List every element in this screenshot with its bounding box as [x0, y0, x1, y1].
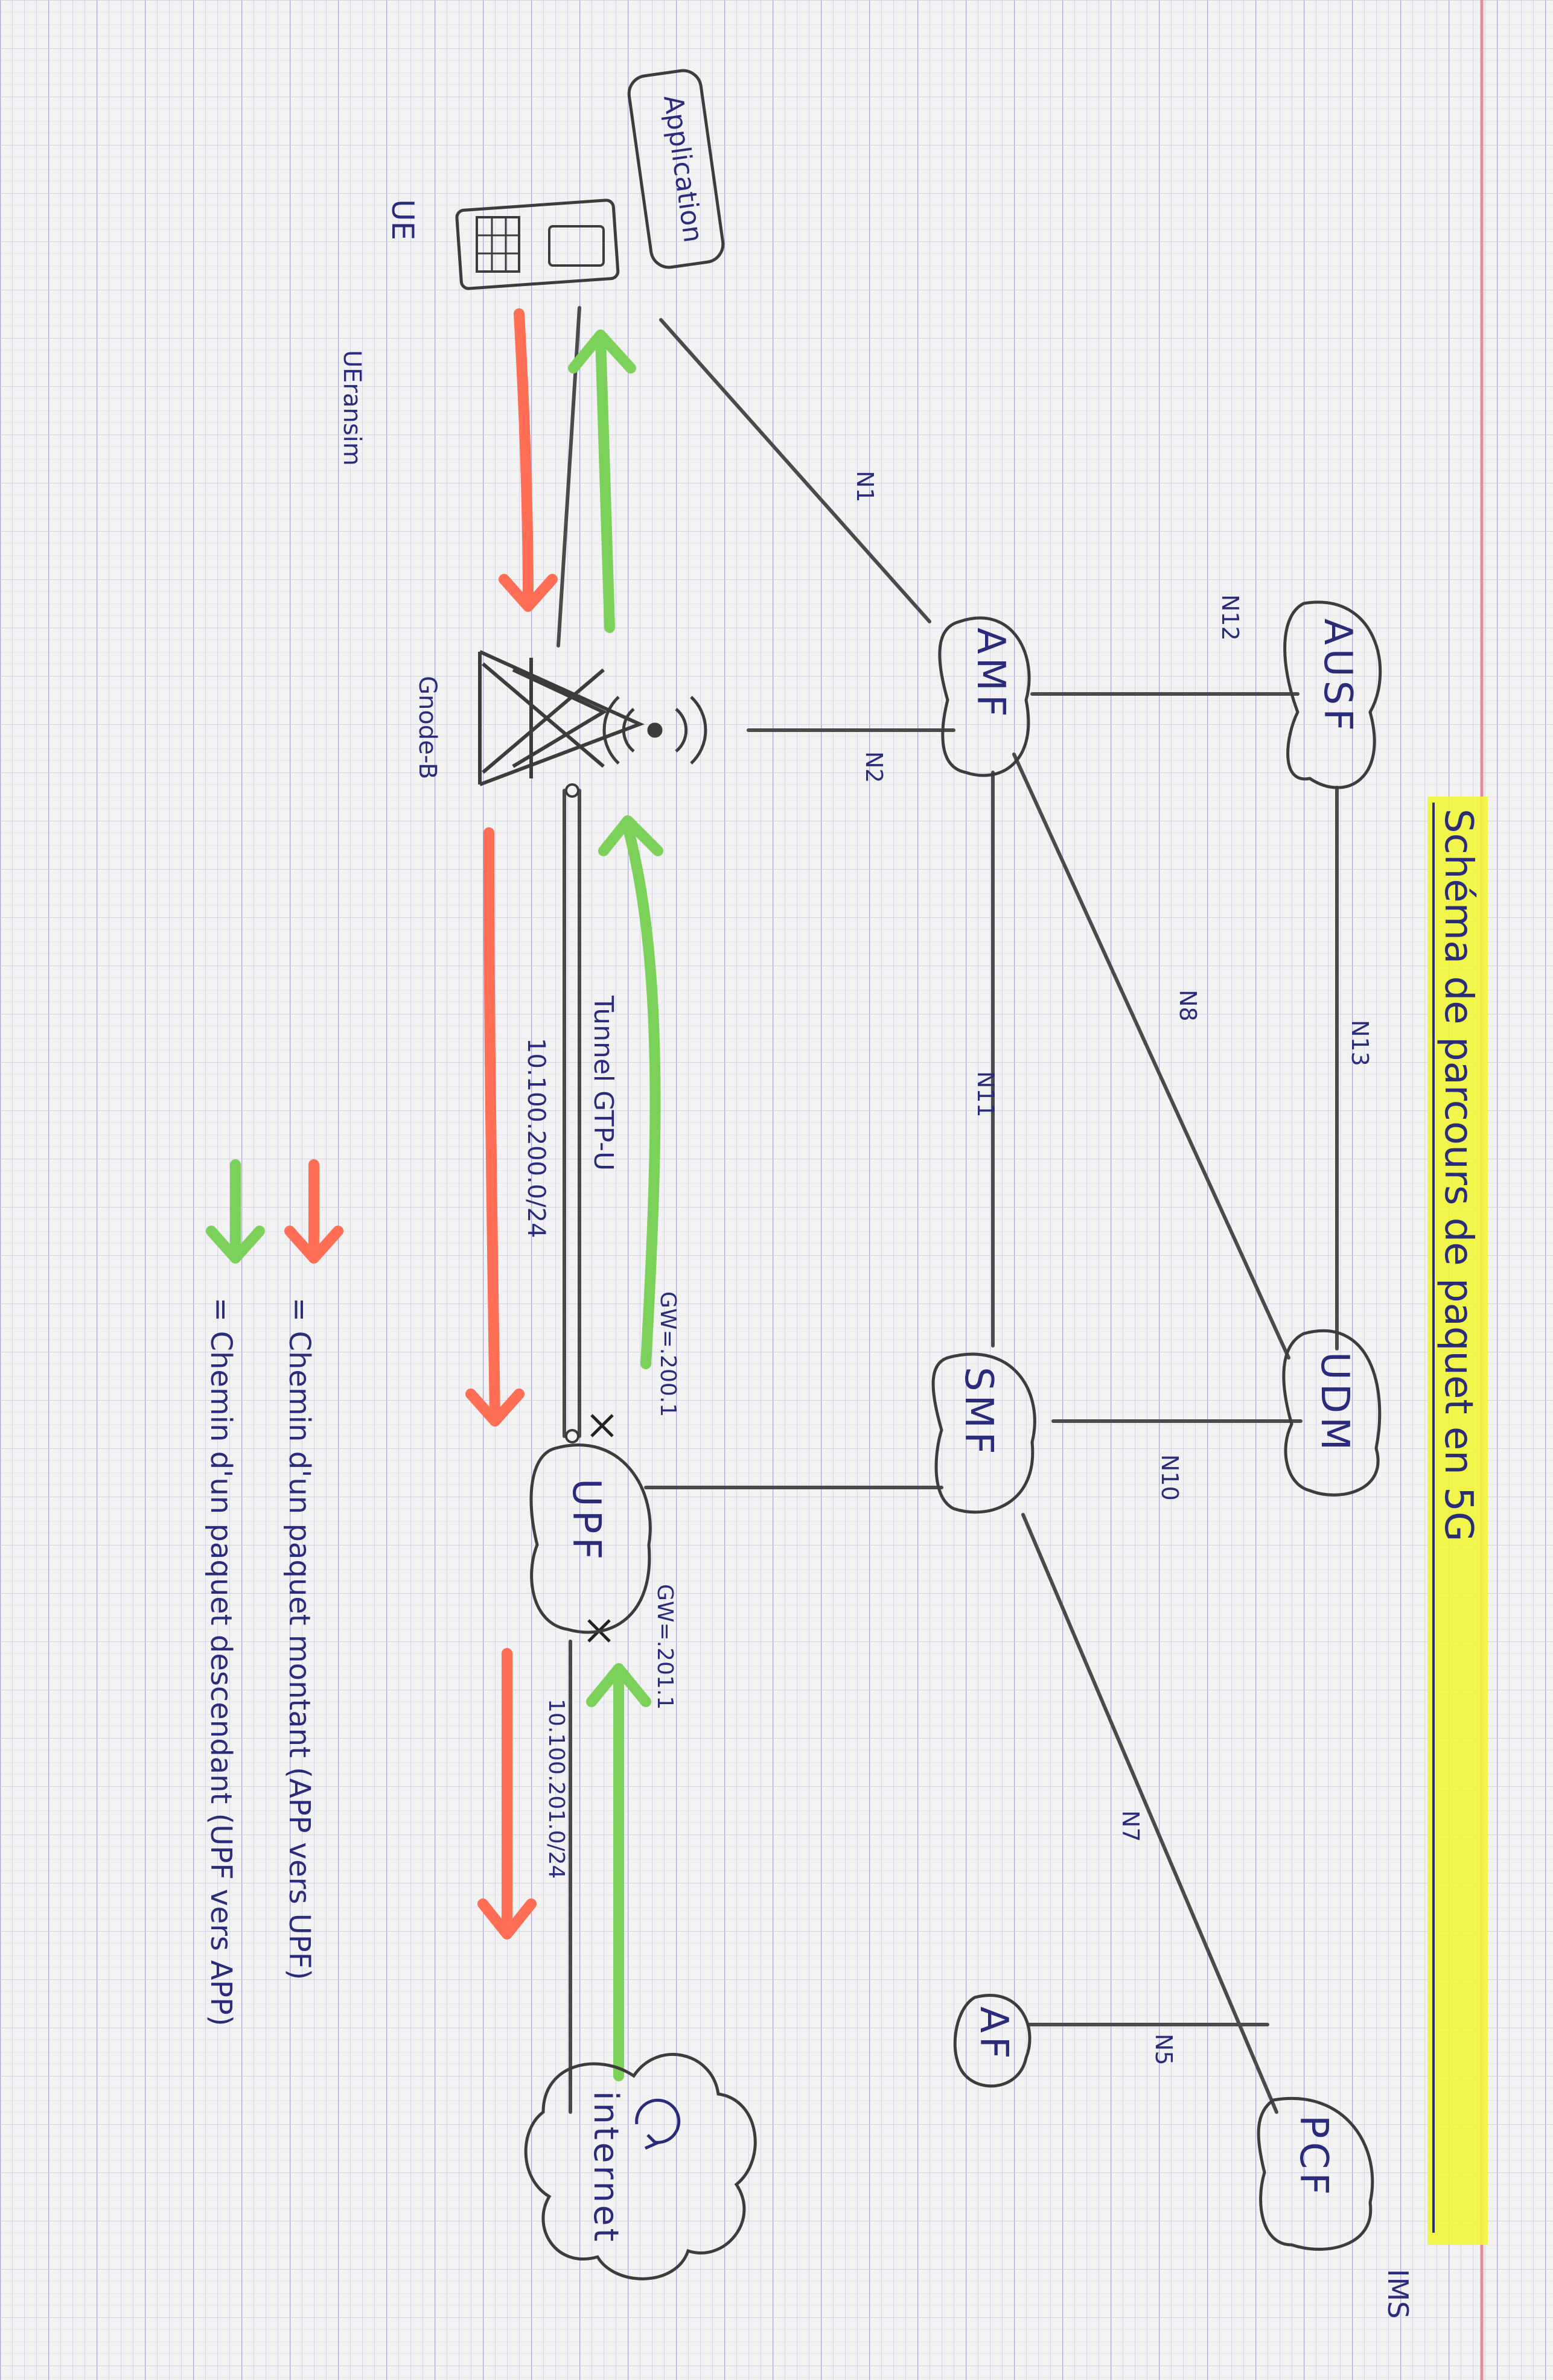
label-n2: N2: [861, 751, 887, 783]
legend: = Chemin d'un paquet montant (APP vers U…: [204, 1297, 316, 2026]
node-gnodeb-label: Gnode-B: [413, 676, 441, 779]
node-smf: SMF: [931, 1352, 1036, 1514]
downlink-arrow-ue: [595, 332, 615, 633]
node-udm: UDM: [1282, 1329, 1382, 1497]
node-amf-shape: [938, 616, 1031, 777]
node-internet: internet: [524, 2053, 757, 2280]
radio-waves-icon: [602, 696, 707, 765]
link-smf-pcf: [1021, 1513, 1278, 2114]
node-upf: UPF: [529, 1443, 652, 1634]
legend-downlink-label: = Chemin d'un paquet descendant (UPF ver…: [204, 1297, 238, 2026]
node-ausf-label: AUSF: [1315, 619, 1360, 734]
uplink-arrow-ue-head: [499, 574, 558, 612]
link-amf-udm: [1012, 752, 1290, 1360]
ue-phone-icon: [455, 199, 620, 290]
node-pcf-shape: [1257, 2097, 1374, 2251]
uplink-arrow-tunnel: [483, 827, 500, 1424]
uplink-arrow-n6-head: [477, 1898, 537, 1939]
label-n12: N12: [1217, 594, 1243, 641]
link-amf-ue: [659, 318, 931, 623]
legend-uplink-label: = Chemin d'un paquet montant (APP vers U…: [282, 1297, 316, 1980]
node-udm-shape: [1282, 1329, 1382, 1497]
node-ausf-shape: [1283, 600, 1382, 789]
diagram-title: Schéma de parcours de paquet en 5G: [1436, 809, 1481, 1541]
node-af: AF: [953, 1994, 1032, 2088]
downlink-arrow-tunnel: [622, 821, 661, 1369]
title-highlight: [1427, 797, 1488, 2245]
label-n10: N10: [1156, 1454, 1183, 1501]
node-smf-label: SMF: [956, 1367, 1001, 1458]
node-smf-shape: [931, 1352, 1036, 1514]
node-pcf-label: PCF: [1291, 2115, 1336, 2198]
downlink-arrow-ue-head: [568, 329, 636, 374]
node-ue-label: UE: [385, 199, 420, 240]
label-n8: N8: [1175, 990, 1201, 1022]
node-upf-label: UPF: [564, 1478, 608, 1563]
n6-subnet: 10.100.201.0/24: [544, 1699, 569, 1879]
node-ueransim-label: UEransim: [338, 350, 366, 466]
gw-mark-tunnel-2: [590, 1414, 614, 1437]
node-ausf: AUSF: [1283, 600, 1382, 789]
title-group: Schéma de parcours de paquet en 5G: [1427, 797, 1488, 2245]
uplink-arrow-tunnel-head: [465, 1389, 525, 1427]
label-n1: N1: [852, 471, 878, 503]
label-n5: N5: [1150, 2034, 1177, 2066]
downlink-arrow-tunnel-head: [598, 815, 663, 856]
node-udm-label: UDM: [1312, 1352, 1357, 1454]
node-af-shape: [953, 1994, 1032, 2088]
tunnel-gateway: GW=.200.1: [655, 1291, 680, 1417]
legend-downlink-swatch-head: [206, 1226, 265, 1264]
n6-gateway: GW=.201.1: [652, 1584, 677, 1710]
node-ims-label: IMS: [1382, 2269, 1414, 2318]
legend-uplink-swatch-head: [284, 1226, 343, 1264]
uplink-arrow-ue: [514, 308, 534, 609]
node-amf: AMF: [938, 616, 1031, 777]
refresh-icon: [635, 2098, 681, 2150]
label-n7: N7: [1117, 1810, 1144, 1842]
node-upf-shape: [529, 1443, 652, 1634]
node-internet-label: internet: [586, 2091, 625, 2244]
downlink-arrows: [206, 329, 663, 2081]
gnodeb-tower-icon: [478, 650, 645, 786]
tunnel-label: Tunnel GTP-U: [588, 995, 619, 1171]
node-amf-label: AMF: [968, 628, 1013, 721]
node-application-box: [627, 69, 725, 269]
tunnel-subnet: 10.100.200.0/24: [522, 1038, 550, 1238]
label-n13: N13: [1347, 1020, 1373, 1066]
node-pcf: PCF: [1257, 2097, 1374, 2251]
tunnel-end-upf: [565, 1429, 579, 1443]
tunnel-end-gnodeb: [565, 783, 579, 798]
node-af-label: AF: [971, 2006, 1016, 2063]
node-internet-cloud: [524, 2053, 757, 2280]
label-n11: N11: [972, 1071, 999, 1118]
uplink-arrows: [284, 308, 558, 1939]
downlink-arrow-n6-head: [586, 1663, 651, 1707]
